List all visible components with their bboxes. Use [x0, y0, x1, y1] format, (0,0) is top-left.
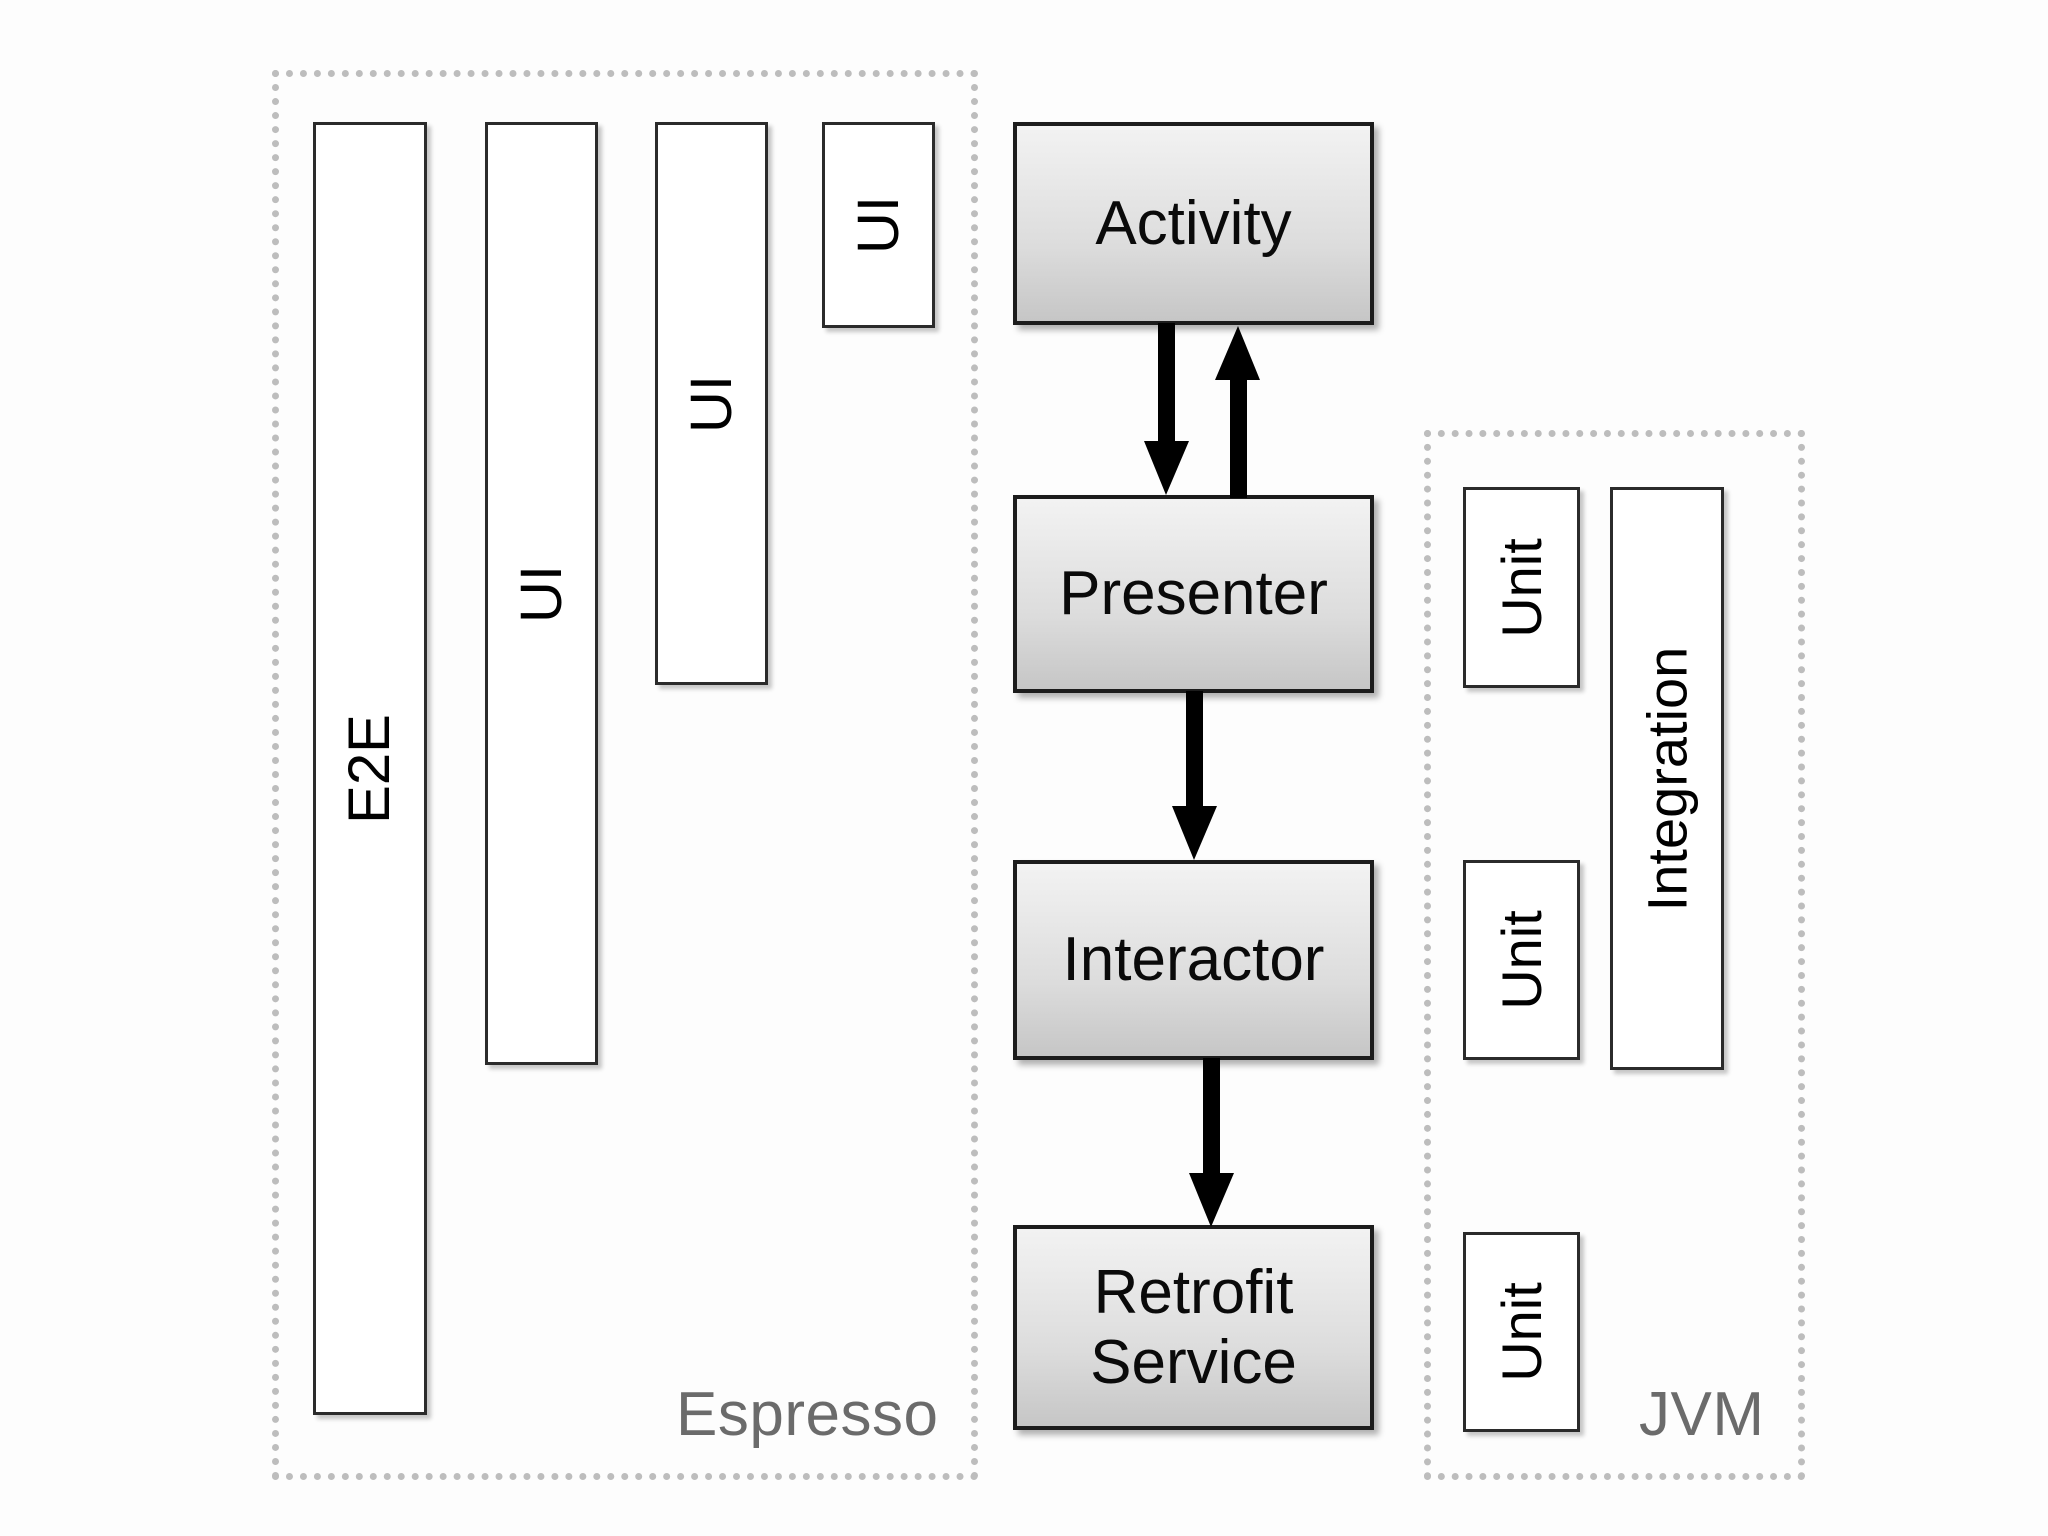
retrofit-service-box-label: Retrofit Service	[1090, 1258, 1297, 1397]
activity-box[interactable]: Activity	[1013, 122, 1374, 325]
retrofit-service-box[interactable]: Retrofit Service	[1013, 1225, 1374, 1430]
e2e-bar[interactable]: E2E	[313, 122, 427, 1415]
unit-bar-1-label: Unit	[1489, 537, 1553, 638]
e2e-bar-label: E2E	[337, 713, 403, 824]
unit-bar-3[interactable]: Unit	[1463, 1232, 1580, 1432]
unit-bar-1[interactable]: Unit	[1463, 487, 1580, 688]
interactor-box-label: Interactor	[1062, 925, 1325, 995]
unit-bar-2[interactable]: Unit	[1463, 860, 1580, 1060]
presenter-box-label: Presenter	[1059, 559, 1328, 629]
integration-bar[interactable]: Integration	[1610, 487, 1724, 1070]
unit-bar-2-label: Unit	[1489, 910, 1553, 1010]
ui-bar-1-label: UI	[508, 564, 574, 623]
arrow-presenter-to-interactor	[1168, 691, 1228, 863]
unit-bar-3-label: Unit	[1489, 1282, 1553, 1382]
espresso-group-label: Espresso	[676, 1380, 939, 1449]
ui-bar-2-label: UI	[678, 374, 744, 433]
activity-box-label: Activity	[1095, 188, 1292, 258]
ui-bar-2[interactable]: UI	[655, 122, 768, 685]
ui-bar-3-label: UI	[845, 196, 911, 254]
jvm-group-label: JVM	[1639, 1380, 1765, 1449]
ui-bar-3[interactable]: UI	[822, 122, 935, 328]
jvm-group	[1424, 430, 1805, 1480]
ui-bar-1[interactable]: UI	[485, 122, 598, 1065]
arrow-activity-to-presenter	[1140, 323, 1200, 498]
arrow-presenter-to-activity	[1212, 323, 1272, 498]
interactor-box[interactable]: Interactor	[1013, 860, 1374, 1060]
espresso-group	[272, 70, 978, 1480]
presenter-box[interactable]: Presenter	[1013, 495, 1374, 693]
arrow-interactor-to-retrofit	[1185, 1058, 1245, 1230]
integration-bar-label: Integration	[1635, 646, 1699, 911]
